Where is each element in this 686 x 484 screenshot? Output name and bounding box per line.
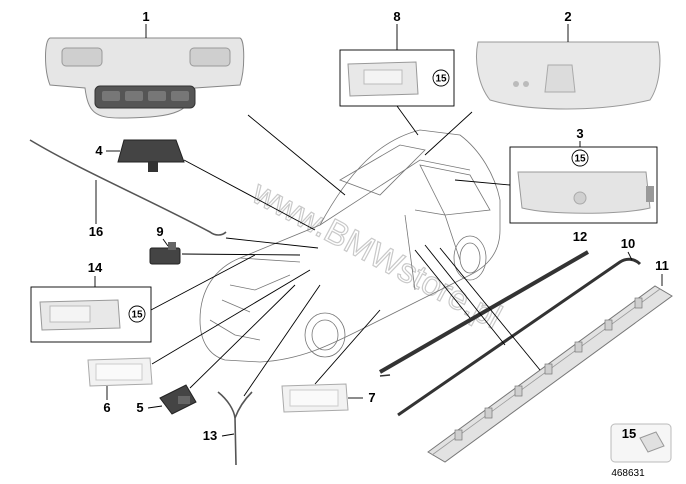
callout-16: 16 [89, 224, 103, 239]
callout-6: 6 [103, 400, 110, 415]
part-13-cable[interactable] [217, 391, 253, 466]
part-14-subpart-callout: 15 [131, 310, 143, 321]
part-8-interior-light[interactable] [347, 61, 419, 97]
part-11-rail[interactable] [427, 285, 673, 463]
callout-3: 3 [576, 126, 583, 141]
part-5-connector[interactable] [159, 384, 197, 415]
callout-7: 7 [368, 390, 375, 405]
part-14-interior-light[interactable] [39, 299, 121, 331]
callout-13: 13 [203, 428, 217, 443]
callout-15: 15 [622, 426, 636, 441]
part-7-interior-light[interactable] [281, 383, 349, 413]
callout-11: 11 [655, 258, 669, 273]
part-12-trim-strip[interactable] [379, 250, 589, 377]
diagram-id: 468631 [611, 468, 645, 479]
callout-5: 5 [136, 400, 143, 415]
callout-10: 10 [621, 236, 635, 251]
callout-4: 4 [95, 143, 103, 158]
part-9-sensor[interactable] [149, 242, 181, 265]
part-1-roof-function-center[interactable] [45, 37, 245, 119]
car-outline [199, 129, 501, 363]
part-8-subpart-callout: 15 [435, 74, 447, 85]
part-6-interior-light[interactable] [87, 357, 153, 387]
part-15-inset[interactable] [610, 423, 672, 463]
part-4-sensor[interactable] [117, 139, 185, 172]
part-10-light-strip[interactable] [397, 257, 642, 417]
part-3-interior-light[interactable] [517, 171, 654, 214]
part-16-cable[interactable] [29, 139, 227, 236]
part-3-subpart-callout: 15 [574, 154, 586, 165]
callout-1: 1 [142, 9, 149, 24]
callout-9: 9 [156, 224, 163, 239]
part-2-rear-reading-light[interactable] [476, 41, 661, 110]
callout-8: 8 [393, 9, 400, 24]
callout-14: 14 [88, 260, 103, 275]
callout-2: 2 [564, 9, 571, 24]
callout-12: 12 [573, 229, 587, 244]
